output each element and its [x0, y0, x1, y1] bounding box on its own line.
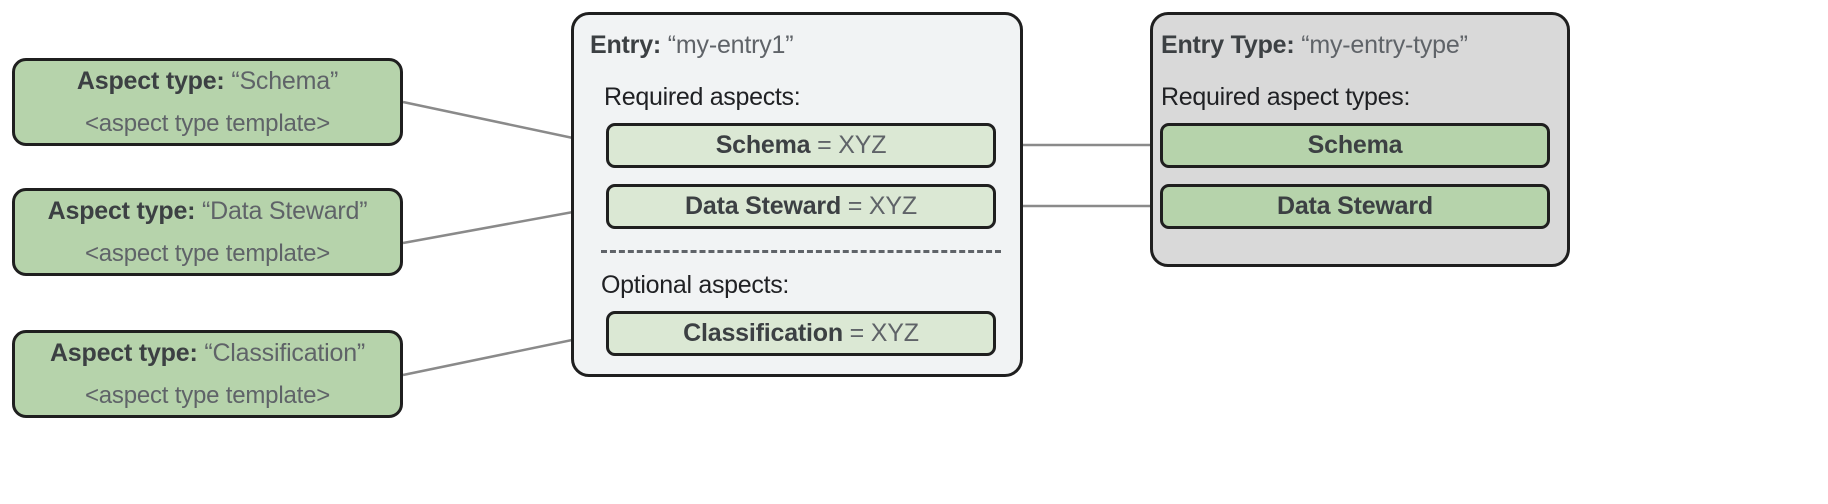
- entry-label: Entry:: [590, 31, 662, 59]
- aspect-type-template-text: <aspect type template>: [84, 381, 331, 409]
- entry-required-aspect-schema[interactable]: Schema = XYZ: [606, 123, 996, 168]
- entry-name: “my-entry1”: [667, 31, 794, 59]
- aspect-type-template-text: <aspect type template>: [84, 239, 331, 267]
- entry-type-required-aspect-type-data-steward[interactable]: Data Steward: [1160, 184, 1550, 229]
- entry-type-label: Entry Type:: [1161, 31, 1295, 59]
- chip-name: Schema: [715, 131, 811, 159]
- aspect-type-label: Aspect type:: [49, 338, 198, 367]
- chip-name: Data Steward: [1277, 192, 1433, 220]
- aspect-type-card-data-steward[interactable]: Aspect type: “Data Steward” <aspect type…: [12, 188, 403, 276]
- chip-label: Schema: [1308, 131, 1403, 160]
- chip-value: = XYZ: [817, 131, 887, 159]
- optional-aspects-label: Optional aspects:: [601, 271, 790, 299]
- required-optional-divider: [601, 250, 1001, 253]
- aspect-type-name: “Classification”: [204, 338, 366, 367]
- aspect-type-card-title: Aspect type: “Classification”: [50, 339, 365, 368]
- chip-label: Schema = XYZ: [716, 131, 887, 160]
- aspect-type-label: Aspect type:: [47, 196, 196, 225]
- entry-required-aspect-data-steward[interactable]: Data Steward = XYZ: [606, 184, 996, 229]
- aspect-type-name: “Schema”: [231, 66, 339, 95]
- chip-name: Data Steward: [685, 192, 842, 220]
- chip-name: Schema: [1307, 131, 1403, 159]
- chip-value: = XYZ: [847, 192, 917, 220]
- required-aspect-types-label: Required aspect types:: [1161, 83, 1411, 111]
- chip-label: Data Steward: [1277, 192, 1433, 221]
- aspect-type-template-text: <aspect type template>: [84, 109, 331, 137]
- chip-name: Classification: [683, 319, 843, 347]
- chip-label: Classification = XYZ: [683, 319, 919, 348]
- aspect-type-name: “Data Steward”: [202, 196, 368, 225]
- aspect-type-card-title: Aspect type: “Schema”: [77, 67, 338, 96]
- entry-optional-aspect-classification[interactable]: Classification = XYZ: [606, 311, 996, 356]
- required-aspects-label: Required aspects:: [604, 83, 801, 111]
- entry-type-panel-title: Entry Type: “my-entry-type”: [1161, 31, 1468, 60]
- aspect-type-card-title: Aspect type: “Data Steward”: [48, 197, 368, 226]
- entry-type-required-aspect-type-schema[interactable]: Schema: [1160, 123, 1550, 168]
- aspect-type-card-schema[interactable]: Aspect type: “Schema” <aspect type templ…: [12, 58, 403, 146]
- entry-panel-title: Entry: “my-entry1”: [590, 31, 794, 60]
- chip-value: = XYZ: [849, 319, 919, 347]
- chip-label: Data Steward = XYZ: [685, 192, 917, 221]
- aspect-type-label: Aspect type:: [76, 66, 225, 95]
- aspect-type-card-classification[interactable]: Aspect type: “Classification” <aspect ty…: [12, 330, 403, 418]
- entry-type-name: “my-entry-type”: [1301, 31, 1468, 59]
